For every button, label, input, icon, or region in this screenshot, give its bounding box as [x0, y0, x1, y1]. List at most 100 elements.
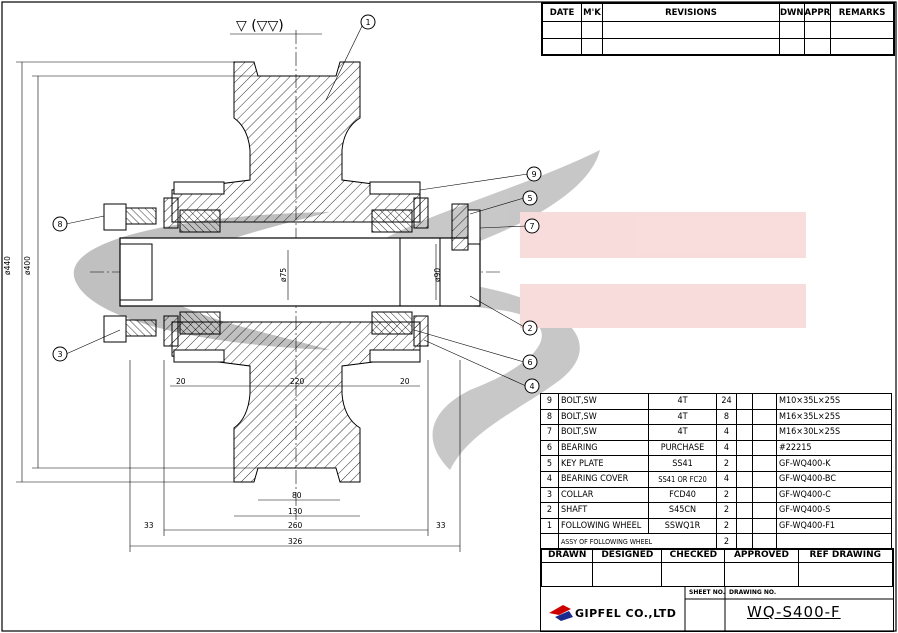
bom-material: 4T: [648, 393, 717, 410]
title-bottom: GIPFEL CO.,LTD SHEET NO. DRAWING NO. WQ-…: [541, 587, 893, 631]
dim-d440: ø440: [3, 256, 12, 275]
bom-remarks: GF-WQ400-BC: [776, 470, 892, 488]
bom-material: PURCHASE: [648, 439, 717, 457]
dim-d75: ø75: [279, 268, 288, 282]
bom-no: 1: [540, 517, 559, 535]
dim-20-right: 20: [400, 377, 410, 386]
wheel-upper-section: [171, 61, 421, 223]
bom-remarks: M16×35L×25S: [776, 408, 892, 426]
bom-name: SHAFT: [558, 502, 649, 519]
bom-name: BOLT,SW: [558, 393, 649, 410]
bom-no: 3: [540, 486, 559, 504]
company-name: GIPFEL CO.,LTD: [575, 607, 677, 620]
sig-ref-drawing: REF DRAWING: [797, 549, 894, 563]
balloon-9: 9: [531, 170, 536, 179]
balloon-5: 5: [527, 194, 532, 203]
bom-no: 6: [540, 439, 559, 457]
surface-finish-mark: ▽ (▽▽): [236, 18, 284, 34]
drawing-number: WQ-S400-F: [747, 603, 841, 621]
balloon-1: 1: [365, 18, 370, 27]
bom-blank: [752, 517, 777, 535]
bom-blank: [736, 393, 753, 410]
bom-material: 4T: [648, 424, 717, 441]
company-logo-icon: [549, 605, 573, 621]
bom-blank: [752, 486, 777, 504]
bom-blank: [736, 502, 753, 519]
bearings: [179, 209, 413, 335]
bom-name: BOLT,SW: [558, 424, 649, 441]
bom-blank: [752, 470, 777, 488]
bom-no: 4: [540, 470, 559, 488]
balloon-6: 6: [527, 358, 532, 367]
bom-qty: 24: [716, 393, 737, 410]
bom-material: S45CN: [648, 502, 717, 519]
bom-blank: [736, 408, 753, 426]
bom-name: BOLT,SW: [558, 408, 649, 426]
rev-header-appr: APPR: [803, 3, 832, 22]
drawing-no-label: DRAWING NO.: [729, 589, 777, 596]
bom-no: 8: [540, 408, 559, 426]
bom-remarks: GF-WQ400-C: [776, 486, 892, 504]
bom-name: BEARING COVER: [558, 470, 649, 488]
bom-blank: [736, 424, 753, 441]
balloon-3: 3: [57, 350, 62, 359]
bom-qty: 2: [716, 486, 737, 504]
bom-blank: [736, 470, 753, 488]
rev-header-mk: M'K: [581, 3, 603, 22]
bom-no: 7: [540, 424, 559, 441]
dim-d90: ø90: [433, 268, 442, 282]
sig-checked: CHECKED: [661, 549, 726, 563]
bom-blank: [736, 439, 753, 457]
bom-blank: [752, 393, 777, 410]
dim-130: 130: [288, 507, 303, 516]
dimension-lines: [16, 61, 461, 552]
bolts: [103, 181, 481, 363]
bom-material: 4T: [648, 408, 717, 426]
bom-blank: [752, 502, 777, 519]
balloon-8: 8: [57, 220, 62, 229]
bom-material: FCD40: [648, 486, 717, 504]
bom-remarks: M10×35L×25S: [776, 393, 892, 410]
bom-blank: [752, 455, 777, 472]
bom-no: 5: [540, 455, 559, 472]
bom-blank: [736, 517, 753, 535]
bom-blank: [752, 408, 777, 426]
bearing-covers: [163, 197, 429, 347]
rev-header-remarks: REMARKS: [830, 3, 894, 22]
balloon-2: 2: [527, 324, 532, 333]
bom-qty: 4: [716, 439, 737, 457]
bom-blank: [736, 486, 753, 504]
title-block: DRAWN DESIGNED CHECKED APPROVED REF DRAW…: [540, 548, 894, 632]
bom-qty: 4: [716, 470, 737, 488]
rev-header-dwn: DWN: [779, 3, 805, 22]
watermark-logo: [73, 150, 806, 470]
bom-remarks: M16×30L×25S: [776, 424, 892, 441]
shaft: [119, 237, 481, 307]
bom-qty: 2: [716, 455, 737, 472]
bom-name: BEARING: [558, 439, 649, 457]
bom-no: 2: [540, 502, 559, 519]
dim-33-left: 33: [144, 521, 154, 530]
bom-name: KEY PLATE: [558, 455, 649, 472]
bom-blank: [752, 424, 777, 441]
bom-qty: 2: [716, 502, 737, 519]
bom-name: FOLLOWING WHEEL: [558, 517, 649, 535]
bom-blank: [736, 455, 753, 472]
dim-326: 326: [288, 537, 303, 546]
revision-table: DATE M'K REVISIONS DWN APPR REMARKS: [541, 2, 895, 56]
sheet-no-label: SHEET NO.: [689, 589, 725, 596]
bom-material: SS41 OR FC20: [648, 470, 717, 488]
bom-qty: 2: [716, 517, 737, 535]
bom-blank: [752, 439, 777, 457]
dim-220: 220: [290, 377, 305, 386]
